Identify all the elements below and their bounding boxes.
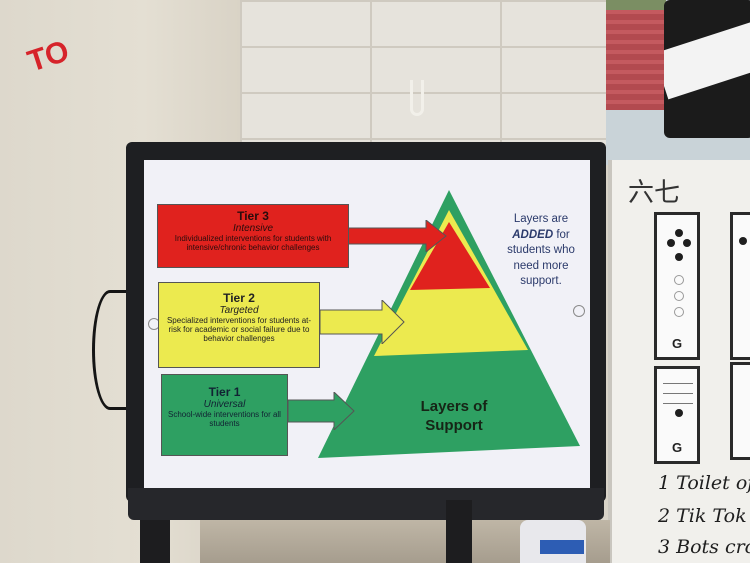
tier2-arrow xyxy=(320,300,405,344)
support-pyramid xyxy=(318,190,580,458)
tier-3-subtitle: Intensive xyxy=(232,223,274,234)
side-note-line1: Layers are xyxy=(513,213,569,225)
side-note-line2: ADDED for xyxy=(498,228,584,244)
bottle-label xyxy=(540,540,584,554)
handwritten-line-3: 3 Bots cro xyxy=(658,536,750,558)
tier-3-title: Tier 3 xyxy=(237,209,269,223)
flash-card-2 xyxy=(730,212,750,360)
tier3-arrow xyxy=(348,220,447,252)
handwritten-line-2: 2 Tik Tok xyxy=(658,505,747,527)
tier1-arrow xyxy=(288,392,355,430)
cinder-block-wall xyxy=(240,0,610,150)
slide-next-dot[interactable] xyxy=(573,305,585,317)
tv-stand-right xyxy=(446,500,472,563)
tier-3-description: Individualized interventions for student… xyxy=(174,234,332,253)
flash-card-1: G xyxy=(654,212,700,360)
side-note: Layers are ADDED for students who need m… xyxy=(498,212,584,290)
side-note-line3: students who xyxy=(507,244,575,257)
tv-stand-left xyxy=(140,520,170,563)
tv-bezel-bottom xyxy=(128,488,604,520)
flash-card-3: G xyxy=(654,366,700,464)
tier-1-description: School-wide interventions for all studen… xyxy=(168,410,281,429)
card-label: G xyxy=(671,440,683,455)
power-cable xyxy=(92,290,128,410)
handwritten-line-1: 1 Toilet of xyxy=(658,472,750,494)
pyramid-top-red xyxy=(410,222,490,290)
card-label: G xyxy=(671,336,683,351)
tier-3-box: Tier 3 Intensive Individualized interven… xyxy=(157,204,349,268)
tier-2-box: Tier 2 Targeted Specialized intervention… xyxy=(158,282,320,368)
side-note-line5: support. xyxy=(520,275,562,288)
tier-1-box: Tier 1 Universal School-wide interventio… xyxy=(161,374,288,456)
whiteboard-heading: 六七 xyxy=(628,178,681,208)
wall-hook xyxy=(410,80,424,116)
pyramid-label-line2: Support xyxy=(425,416,483,434)
tier-2-title: Tier 2 xyxy=(223,291,255,305)
hanging-sign xyxy=(664,0,750,138)
side-note-emphasis: ADDED xyxy=(512,228,554,241)
side-note-after-emphasis: for xyxy=(553,228,570,241)
side-note-line4: need more xyxy=(513,259,569,272)
pyramid-label: Layers of Support xyxy=(384,398,524,436)
tier-2-subtitle: Targeted xyxy=(219,305,259,316)
tier-2-description: Specialized interventions for students a… xyxy=(166,316,312,344)
tier-1-title: Tier 1 xyxy=(208,385,241,399)
tier-1-subtitle: Universal xyxy=(203,399,246,410)
pyramid-label-line1: Layers of xyxy=(420,398,488,415)
flash-card-4 xyxy=(730,362,750,460)
